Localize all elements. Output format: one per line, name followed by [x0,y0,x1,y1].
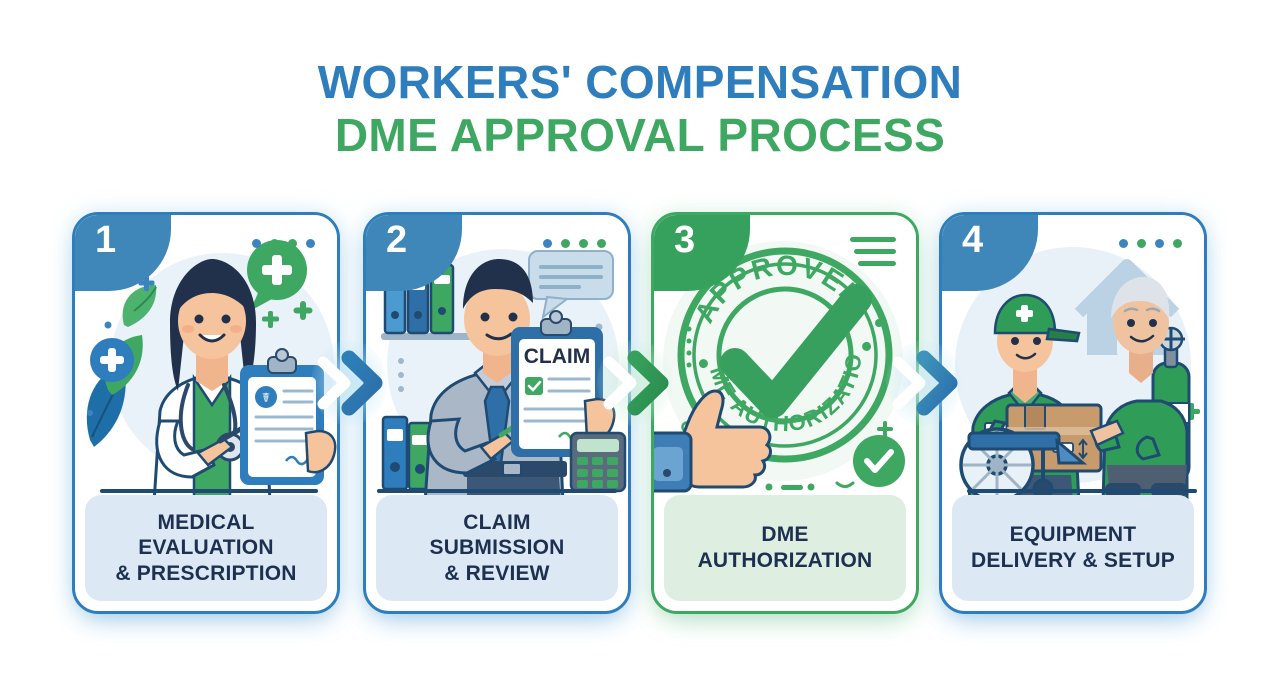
step-footer-1: MEDICAL EVALUATION & PRESCRIPTION [85,495,327,601]
deco-dot [543,239,552,248]
step-label-1: MEDICAL EVALUATION & PRESCRIPTION [115,510,297,585]
process-steps-row: ☤ 1 [0,212,1280,622]
step-card-4[interactable]: 4 EQUIPMENT DELIVERY & SETUP [939,212,1207,614]
step-number-4: 4 [962,219,984,261]
deco-line [858,261,896,266]
deco-dot [1137,239,1146,248]
illustration-equipment-delivery [942,215,1204,503]
step-label-4: EQUIPMENT DELIVERY & SETUP [971,523,1175,572]
deco-dot [252,239,261,248]
step-number-badge-2: 2 [366,215,462,291]
svg-text:CLAIM: CLAIM [524,345,591,368]
step-number-2: 2 [386,219,408,261]
decoration-dots-2 [543,239,606,248]
deco-dot [561,239,570,248]
arrow-step3-to-step4 [886,340,962,426]
step-card-3[interactable]: APPROVED DME AUTHORIZATION 3 [651,212,919,614]
svg-text:☤: ☤ [262,390,271,405]
page-title: WORKERS' COMPENSATION DME APPROVAL PROCE… [0,58,1280,160]
deco-line [850,237,896,242]
deco-dot [1155,239,1164,248]
decoration-dots-4 [1119,239,1182,248]
step-number-1: 1 [95,219,117,261]
deco-dot [288,239,297,248]
deco-dot [579,239,588,248]
deco-dot [306,239,315,248]
decoration-dots-1 [252,239,315,248]
step-number-3: 3 [674,219,696,261]
arrow-step1-to-step2 [311,340,387,426]
title-line-primary: WORKERS' COMPENSATION [317,56,963,108]
step-footer-3: DME AUTHORIZATION [664,495,906,601]
step-label-3: DME AUTHORIZATION [697,523,873,572]
deco-dot [597,239,606,248]
title-line-secondary: DME APPROVAL PROCESS [334,108,946,161]
step-label-2: CLAIM SUBMISSION & REVIEW [429,510,565,585]
decoration-lines-3 [850,237,896,266]
step-card-1[interactable]: ☤ 1 [72,212,340,614]
step-footer-4: EQUIPMENT DELIVERY & SETUP [952,495,1194,601]
deco-line [854,249,896,254]
arrow-step2-to-step3 [597,340,673,426]
deco-dot [1119,239,1128,248]
deco-dot [1173,239,1182,248]
illustration-claim-submission: CLAIM [366,215,628,503]
step-card-2[interactable]: CLAIM [363,212,631,614]
step-footer-2: CLAIM SUBMISSION & REVIEW [376,495,618,601]
deco-dot [270,239,279,248]
